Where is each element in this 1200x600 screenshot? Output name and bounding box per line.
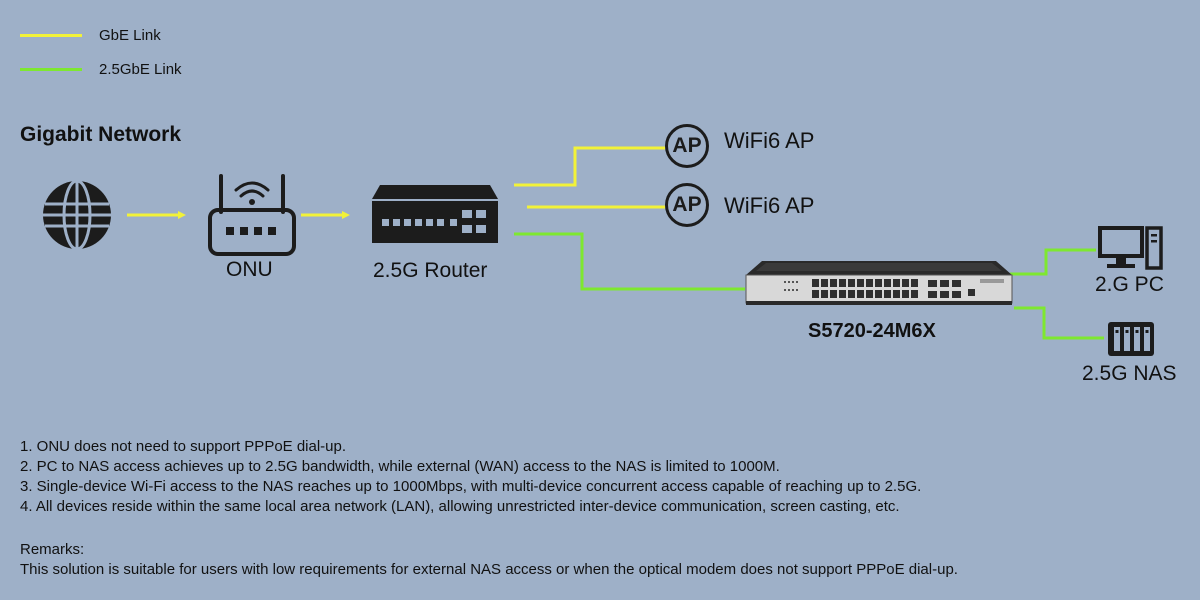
onu-icon (208, 174, 296, 256)
switch-label: S5720-24M6X (808, 320, 936, 342)
pc-icon (1098, 226, 1163, 270)
ap-label-1: WiFi6 AP (724, 128, 815, 153)
switch-image (745, 261, 1013, 305)
arrow-onu-router (342, 211, 350, 219)
section-title: Gigabit Network (20, 123, 182, 146)
note-item: 4. All devices reside within the same lo… (20, 498, 900, 515)
globe-icon (43, 179, 111, 251)
nas-label: 2.5G NAS (1082, 362, 1177, 385)
link-switch-pc (1010, 248, 1096, 276)
remarks: Remarks: This solution is suitable for u… (20, 540, 958, 580)
pc-label: 2.G PC (1095, 273, 1164, 296)
remarks-text: This solution is suitable for users with… (20, 561, 958, 578)
notes-list: 1. ONU does not need to support PPPoE di… (20, 437, 921, 517)
note-item: 3. Single-device Wi-Fi access to the NAS… (20, 478, 922, 495)
router-label: 2.5G Router (373, 259, 488, 282)
link-router-ap1 (514, 146, 665, 187)
note-item: 2. PC to NAS access achieves up to 2.5G … (20, 458, 780, 475)
onu-label: ONU (226, 258, 273, 281)
link-switch-nas (1014, 306, 1104, 340)
legend-2-5gbe-label: 2.5GbE Link (99, 61, 182, 78)
ap-icon-1: AP (665, 124, 709, 168)
legend-2-5gbe-line (20, 68, 82, 71)
ap-label-2: WiFi6 AP (724, 193, 815, 218)
remarks-title: Remarks: (20, 541, 85, 558)
arrow-internet-onu (178, 211, 186, 219)
nas-icon (1108, 322, 1154, 356)
ap-icon-2: AP (665, 183, 709, 227)
legend-gbe-line (20, 34, 82, 37)
ap-badge-text-2: AP (672, 193, 702, 216)
link-router-switch (514, 232, 745, 291)
note-item: 1. ONU does not need to support PPPoE di… (20, 438, 347, 455)
legend-gbe-label: GbE Link (99, 27, 161, 44)
router-icon (372, 185, 498, 243)
ap-badge-text-1: AP (672, 134, 702, 157)
